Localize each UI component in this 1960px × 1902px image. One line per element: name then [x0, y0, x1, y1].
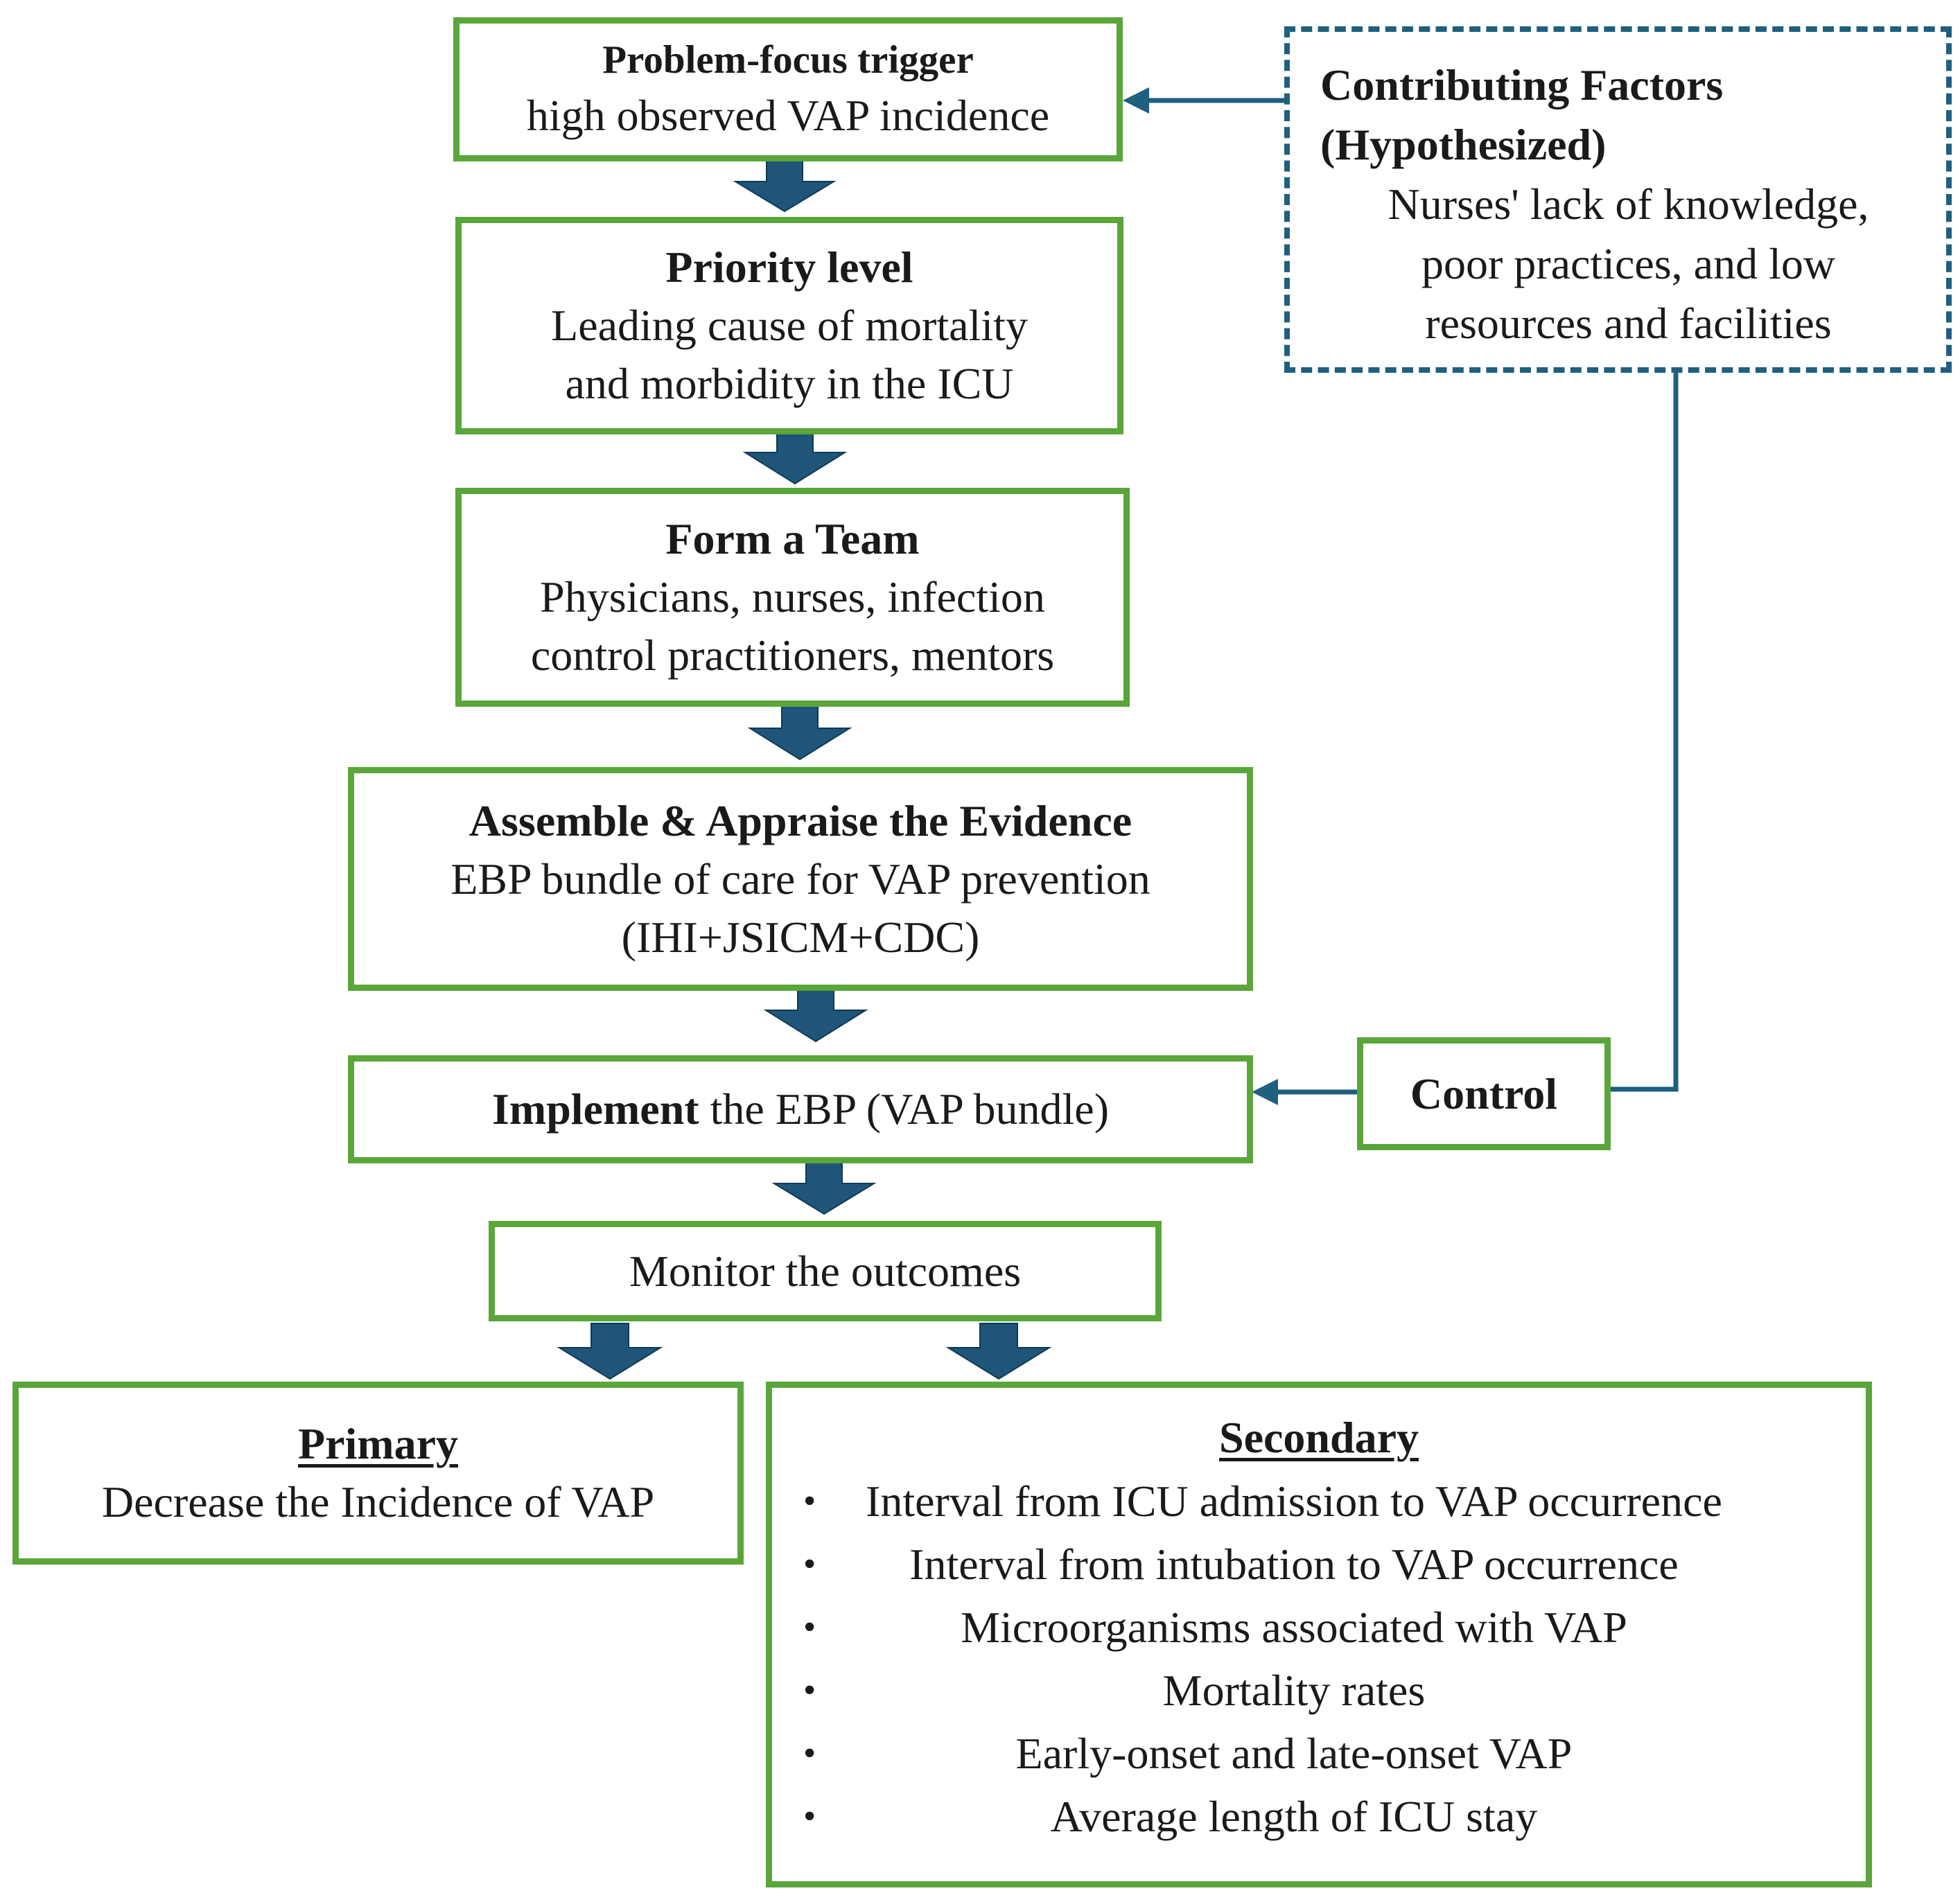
list-item: • Average length of ICU stay: [772, 1785, 1722, 1848]
contributing-body-line-3: resources and facilities: [1425, 299, 1832, 348]
trigger-title: Problem-focus trigger: [602, 38, 974, 82]
arrowhead-trigger: [1123, 87, 1149, 114]
contributing-title-line-1: Contributing Factors: [1320, 60, 1724, 109]
down-arrow-secondary: [945, 1323, 1052, 1380]
team-body-line-1: Physicians, nurses, infection: [540, 572, 1045, 622]
bullet-icon: •: [803, 1734, 816, 1773]
down-arrow-primary: [557, 1323, 663, 1380]
evidence-body-line-1: EBP bundle of care for VAP prevention: [450, 854, 1150, 904]
contributing-body-line-2: poor practices, and low: [1421, 239, 1836, 288]
primary-box: Primary Decrease the Incidence of VAP: [12, 1382, 744, 1565]
implement-box: Implement the EBP (VAP bundle): [348, 1055, 1253, 1163]
connector-factors-to-control: [1611, 367, 1679, 1092]
list-item-text: Mortality rates: [1162, 1666, 1426, 1715]
down-arrow-1: [733, 157, 837, 213]
contributing-title-line-2: (Hypothesized): [1320, 120, 1607, 169]
list-item: • Interval from intubation to VAP occurre…: [772, 1533, 1722, 1596]
bullet-icon: •: [803, 1797, 816, 1836]
contributing-factors-box: Contributing Factors (Hypothesized) Nurs…: [1284, 26, 1952, 373]
list-item: • Microorganisms associated with VAP: [772, 1596, 1722, 1659]
control-label: Control: [1410, 1068, 1558, 1118]
list-item-text: Interval from intubation to VAP occurren…: [909, 1540, 1679, 1589]
implement-label: Implement the EBP (VAP bundle): [492, 1080, 1109, 1138]
secondary-box: Secondary • Interval from ICU admission t…: [766, 1382, 1872, 1887]
bullet-icon: •: [803, 1671, 816, 1710]
down-arrow-3: [747, 704, 852, 761]
team-title: Form a Team: [665, 514, 920, 563]
monitor-box: Monitor the outcomes: [489, 1221, 1162, 1321]
team-body-line-2: control practitioners, mentors: [530, 631, 1055, 680]
list-item-text: Microorganisms associated with VAP: [961, 1603, 1627, 1652]
contributing-title: Contributing Factors (Hypothesized): [1290, 32, 1946, 175]
team-box: Form a Team Physicians, nurses, infectio…: [455, 488, 1130, 707]
priority-box: Priority level Leading cause of mortalit…: [455, 217, 1123, 434]
list-item-text: Early-onset and late-onset VAP: [1015, 1729, 1573, 1778]
priority-body-line-1: Leading cause of mortality: [551, 301, 1028, 350]
list-item: • Mortality rates: [772, 1659, 1722, 1722]
list-item-text: Average length of ICU stay: [1050, 1792, 1538, 1841]
bullet-icon: •: [803, 1544, 816, 1584]
secondary-title: Secondary: [1219, 1413, 1419, 1462]
arrowhead-implement: [1252, 1079, 1278, 1105]
evidence-box: Assemble & Appraise the Evidence EBP bun…: [348, 767, 1253, 991]
secondary-list: • Interval from ICU admission to VAP occu…: [772, 1470, 1722, 1848]
primary-body: Decrease the Incidence of VAP: [101, 1477, 655, 1526]
control-box: Control: [1357, 1037, 1611, 1150]
priority-title: Priority level: [665, 243, 913, 292]
contributing-body-line-1: Nurses' lack of knowledge,: [1388, 179, 1869, 229]
evidence-body-line-2: (IHI+JSICM+CDC): [621, 912, 980, 962]
trigger-body: high observed VAP incidence: [526, 91, 1050, 140]
contributing-body: Nurses' lack of knowledge, poor practice…: [1290, 175, 1946, 353]
down-arrow-2: [742, 429, 848, 485]
priority-body-line-2: and morbidity in the ICU: [565, 359, 1014, 408]
list-item: • Early-onset and late-onset VAP: [772, 1722, 1722, 1785]
primary-title: Primary: [298, 1419, 458, 1468]
implement-label-rest: the EBP (VAP bundle): [699, 1084, 1110, 1134]
evidence-title: Assemble & Appraise the Evidence: [469, 795, 1132, 845]
trigger-box: Problem-focus trigger high observed VAP …: [453, 17, 1123, 161]
monitor-label: Monitor the outcomes: [629, 1246, 1022, 1296]
down-arrow-4: [763, 986, 868, 1043]
list-item-text: Interval from ICU admission to VAP occur…: [866, 1477, 1722, 1526]
bullet-icon: •: [803, 1608, 816, 1647]
list-item: • Interval from ICU admission to VAP occu…: [772, 1470, 1722, 1533]
bullet-icon: •: [803, 1481, 816, 1521]
implement-label-bold: Implement: [491, 1084, 699, 1134]
down-arrow-5: [771, 1160, 877, 1215]
